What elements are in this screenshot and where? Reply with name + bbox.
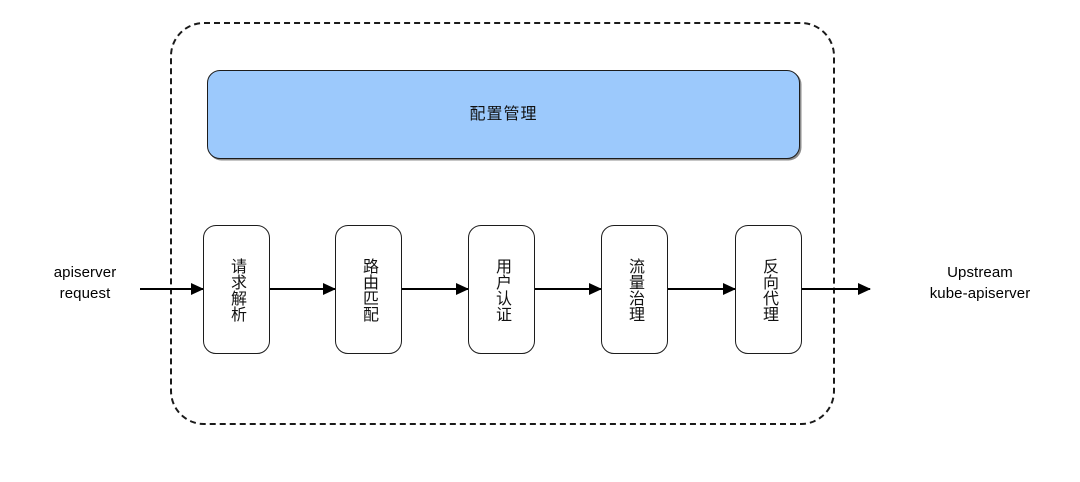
- output-label: Upstream kube-apiserver: [929, 264, 1031, 302]
- config-management-label: 配置管理: [469, 105, 538, 123]
- arrow-stage-2-to-stage-3: [402, 288, 468, 290]
- stage-box-route-matching[interactable]: 路由匹配: [335, 225, 402, 354]
- stage-label: 反向代理: [760, 257, 777, 322]
- config-management-box[interactable]: 配置管理: [207, 70, 800, 159]
- stage-box-traffic-governance[interactable]: 流量治理: [601, 225, 668, 354]
- input-label: apiserver request: [53, 264, 117, 302]
- stage-label: 用户认证: [493, 257, 510, 322]
- stage-label: 路由匹配: [360, 257, 377, 322]
- stage-label: 流量治理: [626, 257, 643, 322]
- stage-box-request-parsing[interactable]: 请求解析: [203, 225, 270, 354]
- stage-box-user-authentication[interactable]: 用户认证: [468, 225, 535, 354]
- gateway-boundary: [170, 22, 835, 425]
- arrow-stage-3-to-stage-4: [535, 288, 601, 290]
- stage-box-reverse-proxy[interactable]: 反向代理: [735, 225, 802, 354]
- arrow-stage-1-to-stage-2: [270, 288, 335, 290]
- arrow-stage-4-to-stage-5: [668, 288, 735, 290]
- arrow-stage-5-to-output: [802, 288, 870, 290]
- arrow-input-to-stage-1: [140, 288, 203, 290]
- stage-label: 请求解析: [228, 257, 245, 322]
